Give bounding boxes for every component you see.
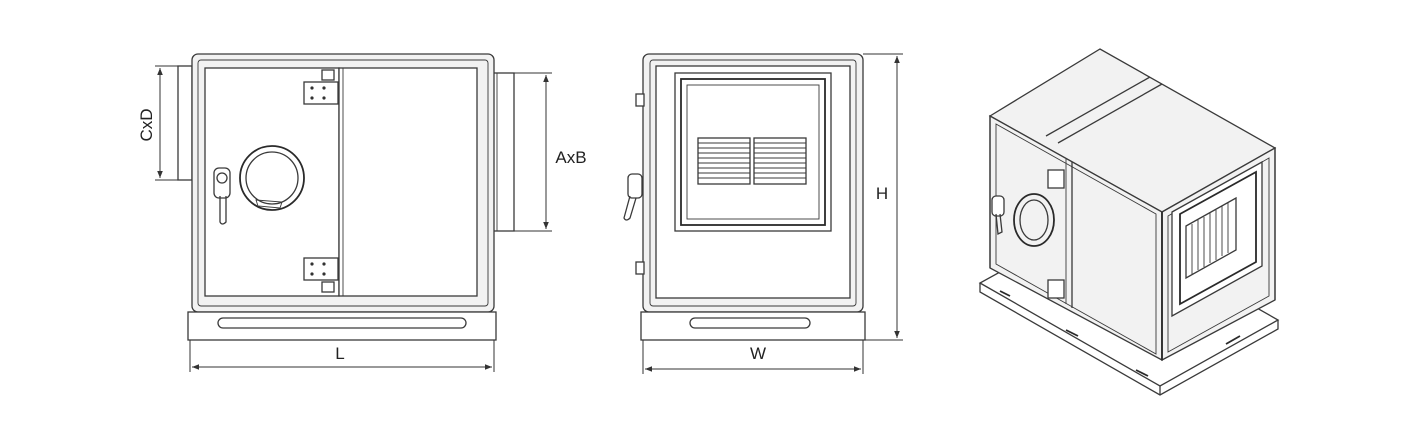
side-view [177,53,515,341]
fan-blades [697,137,807,185]
front-base [640,311,866,341]
height-label: H [876,184,888,203]
iso-inspection-window [1013,193,1055,247]
hinge-top [303,81,339,105]
iso-fan-blades [1185,196,1237,280]
inspection-window [239,145,305,211]
width-label: W [750,344,766,363]
hinge-bottom [303,257,339,281]
side-dimensions: CxD AxB L [137,65,587,372]
cxd-label: CxD [137,108,156,141]
front-dimensions: W H [642,53,903,374]
isometric-view [978,48,1280,396]
door-latch [213,167,231,225]
axb-label: AxB [555,148,586,167]
length-label: L [335,344,344,363]
front-view [623,53,866,341]
front-latch [623,173,643,221]
side-base [187,311,497,341]
